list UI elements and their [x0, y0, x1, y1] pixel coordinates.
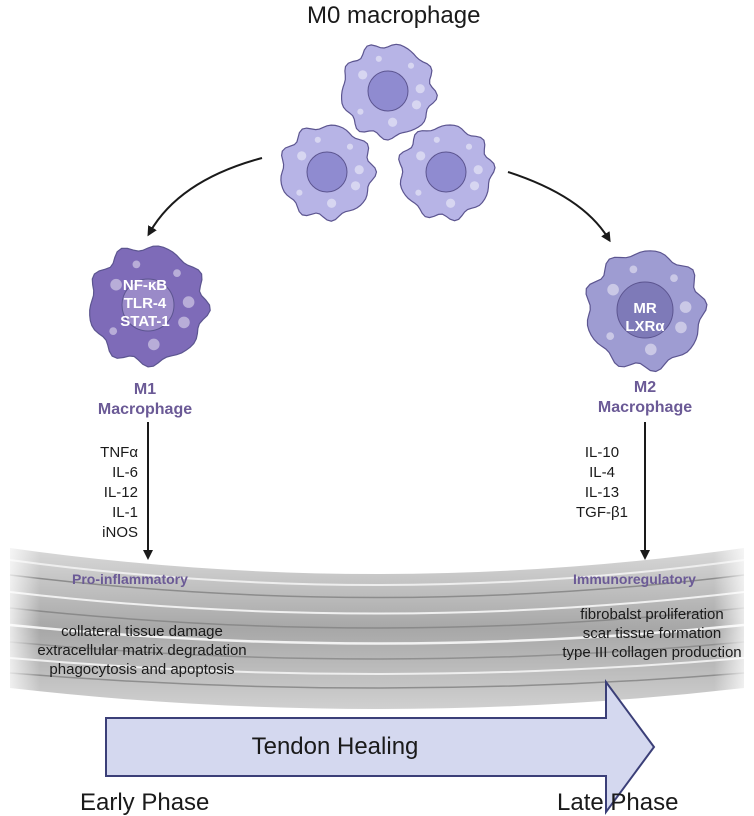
m0-cell-top-vesicle [358, 70, 368, 80]
m1-cytokine-il1: IL-1 [112, 504, 138, 521]
m1-effect-2: extracellular matrix degradation [37, 642, 247, 659]
m2-cell-vesicle [679, 301, 692, 313]
m0-cell-right-vesicle [446, 198, 456, 208]
m1-cell-vesicle [148, 338, 160, 351]
immunoregulatory-tag: Immunoregulatory [573, 571, 696, 587]
late-phase-label: Late Phase [557, 789, 679, 816]
m1-cytokine-il6: IL-6 [112, 464, 138, 481]
m1-label-line2: Macrophage [97, 401, 193, 418]
m1-cell-nucleus [121, 278, 175, 332]
m0-cell-top-vesicle [415, 84, 425, 94]
m2-cytokine-il13: IL-13 [584, 484, 620, 501]
m2-effect-2: scar tissue formation [582, 625, 722, 642]
m0-cell-right-vesicle [415, 189, 422, 196]
m0-cell-left-vesicle [350, 181, 361, 191]
m0-cell-right-vesicle [416, 151, 426, 161]
m1-cytokines: TNFα IL-6 IL-12 IL-1 iNOS [60, 443, 138, 543]
m1-effect-1: collateral tissue damage [61, 623, 223, 640]
m2-label-line1: M2 [633, 379, 657, 396]
m2-marker-mr: MR [633, 300, 657, 317]
m0-cell-left-vesicle [296, 189, 303, 196]
m0-cell-top-vesicle [357, 108, 364, 115]
m0-cell-right-vesicle [465, 143, 473, 150]
m0-cell-left-vesicle [327, 198, 337, 208]
arrow-to-m1 [147, 157, 263, 237]
m0-cell-left-vesicle [346, 143, 354, 150]
m2-cytokine-il4: IL-4 [589, 464, 615, 481]
m1-marker-tlr4: TLR-4 [123, 295, 167, 312]
m0-cell-top-vesicle [411, 100, 422, 110]
m0-cell-right-vesicle [433, 136, 440, 143]
m0-cell-left-nucleus [306, 151, 348, 193]
m0-cell-top-vesicle [388, 117, 398, 127]
m1-label: M1 Macrophage [60, 380, 230, 420]
m2-cell-vesicle [607, 283, 619, 296]
m0-cell-right [398, 124, 496, 222]
m1-cell-vesicle [109, 327, 118, 335]
m1-cytokine-inos: iNOS [102, 524, 138, 541]
m2-effects: fibrobalst proliferation scar tissue for… [550, 605, 754, 662]
m1-cell-vesicle [173, 269, 181, 277]
m0-cell-top-vesicle [375, 55, 382, 62]
m2-effect-1: fibrobalst proliferation [580, 606, 724, 623]
m2-markers: MR LXRα [580, 300, 710, 336]
m1-marker-stat1: STAT-1 [120, 313, 170, 330]
m2-label-line2: Macrophage [597, 399, 693, 416]
m0-cell-left-vesicle [354, 165, 364, 175]
m2-cell-vesicle [675, 321, 687, 334]
m1-effects: collateral tissue damage extracellular m… [0, 622, 284, 679]
m0-cell-top-vesicle [407, 62, 415, 69]
m2-cell-vesicle [645, 343, 657, 356]
m0-cell-top-nucleus [367, 70, 409, 112]
m1-cell-vesicle [110, 278, 122, 291]
m1-effect-3: phagocytosis and apoptosis [49, 661, 235, 678]
m1-cell [89, 245, 211, 368]
m0-cell-right-vesicle [469, 181, 480, 191]
m1-cytokine-tnfa: TNFα [100, 444, 138, 461]
tendon-healing-label: Tendon Healing [251, 733, 419, 760]
m2-cytokine-tgfb1: TGF-β1 [576, 504, 628, 521]
m1-cytokine-il12: IL-12 [103, 484, 138, 501]
m1-cell-vesicle [178, 316, 190, 329]
m0-cell-left [280, 124, 378, 222]
m2-cell-vesicle [670, 274, 678, 282]
m1-markers: NF-κB TLR-4 STAT-1 [80, 277, 210, 331]
m0-cell-left-vesicle [297, 151, 307, 161]
m0-cell-right-vesicle [473, 165, 483, 175]
m2-cell-vesicle [629, 265, 638, 274]
tendon-healing-arrow [105, 678, 656, 816]
arrow-to-m2 [507, 171, 611, 243]
m1-cell-vesicle [182, 296, 195, 308]
m2-label: M2 Macrophage [560, 378, 730, 418]
m2-marker-lxra: LXRα [625, 318, 665, 335]
m0-cell-top [341, 43, 438, 141]
m2-effect-3: type III collagen production [562, 644, 742, 661]
m0-cell-right-nucleus [425, 151, 467, 193]
m2-cell [585, 250, 708, 373]
m1-marker-nfkb: NF-κB [122, 277, 168, 294]
m2-cytokine-il10: IL-10 [584, 444, 620, 461]
m2-cell-vesicle [606, 332, 615, 340]
tendon-band [0, 540, 754, 710]
m2-cytokines: IL-10 IL-4 IL-13 TGF-β1 [562, 443, 642, 523]
pro-inflammatory-tag: Pro-inflammatory [72, 571, 188, 587]
m2-cell-nucleus [616, 281, 674, 339]
m0-cell-left-vesicle [314, 136, 321, 143]
m1-cell-vesicle [132, 260, 141, 269]
early-phase-label: Early Phase [80, 789, 210, 816]
title-m0-macrophage: M0 macrophage [307, 2, 481, 29]
m1-label-line1: M1 [133, 381, 157, 398]
